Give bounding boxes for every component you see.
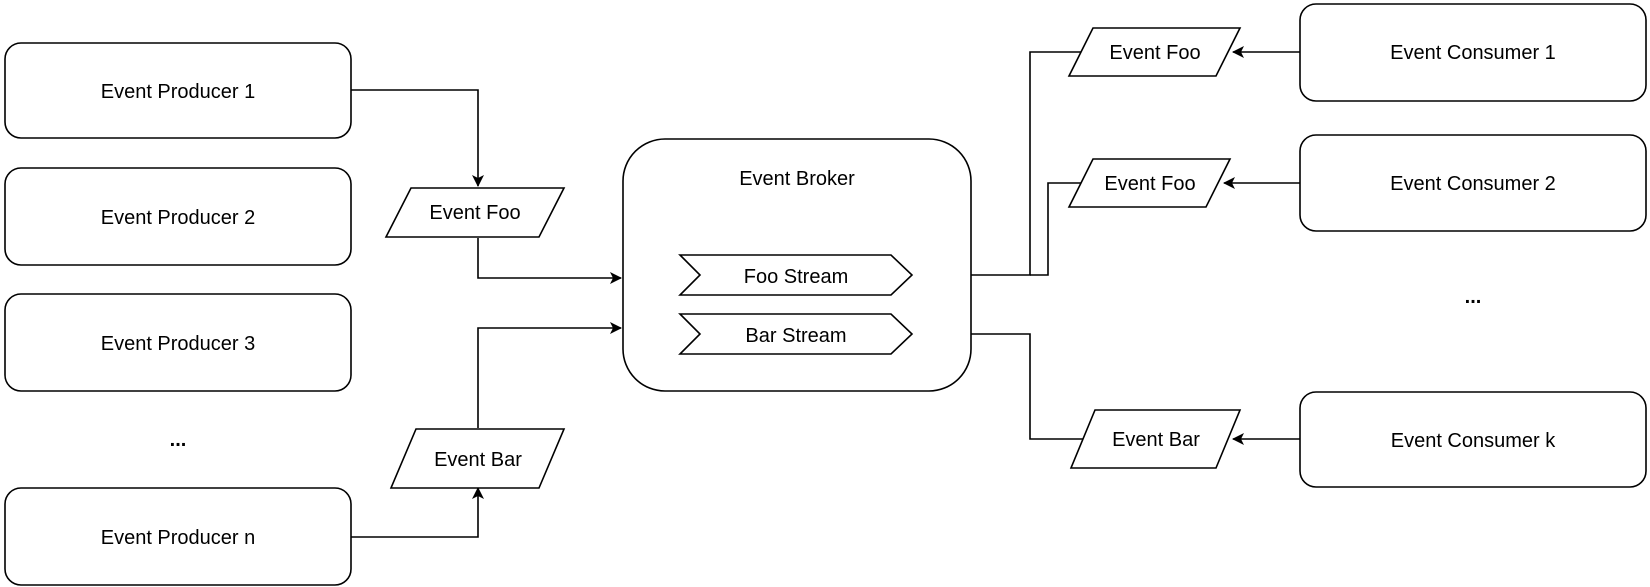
stream-label: Foo Stream	[744, 266, 848, 288]
producer-label: Event Producer 1	[101, 81, 256, 103]
edge-event-foo-to-broker	[477, 238, 622, 284]
producer-node-3[interactable]: Event Producer 3	[4, 293, 352, 392]
consumer-label: Event Consumer 2	[1390, 173, 1556, 195]
consumer-label: Event Consumer k	[1391, 430, 1557, 452]
producer-label: Event Producer 3	[101, 333, 256, 355]
event-foo-consumer-2[interactable]: Event Foo	[1067, 158, 1232, 208]
edge-producern-to-event-bar	[335, 487, 484, 538]
event-broker-title: Event Broker	[739, 168, 855, 190]
stream-label: Bar Stream	[745, 325, 846, 347]
event-label: Event Bar	[1112, 429, 1200, 451]
consumer-node-k[interactable]: Event Consumer k	[1299, 391, 1647, 488]
consumer-node-1[interactable]: Event Consumer 1	[1299, 3, 1647, 102]
event-label: Event Foo	[1109, 42, 1200, 64]
event-foo-consumer-1[interactable]: Event Foo	[1067, 27, 1242, 77]
bar-stream[interactable]: Bar Stream	[678, 313, 914, 355]
event-label: Event Foo	[429, 202, 520, 224]
event-label: Event Bar	[434, 449, 522, 471]
event-bar-consumer-k[interactable]: Event Bar	[1069, 409, 1242, 469]
consumer-label: Event Consumer 1	[1390, 42, 1556, 64]
edge-producer1-to-event-foo	[335, 89, 484, 187]
producer-node-1[interactable]: Event Producer 1	[4, 42, 352, 139]
event-label: Event Foo	[1104, 173, 1195, 195]
edge-event-foo-2-to-foo-stream	[1030, 182, 1084, 276]
consumer-ellipsis: ...	[1465, 286, 1482, 308]
event-bar-producer[interactable]: Event Bar	[389, 428, 566, 489]
consumer-node-2[interactable]: Event Consumer 2	[1299, 134, 1647, 232]
foo-stream[interactable]: Foo Stream	[678, 254, 914, 296]
producer-label: Event Producer 2	[101, 207, 256, 229]
producer-label: Event Producer n	[101, 527, 256, 549]
producer-node-2[interactable]: Event Producer 2	[4, 167, 352, 266]
event-foo-producer[interactable]: Event Foo	[384, 187, 566, 238]
edge-event-bar-to-broker	[477, 322, 622, 428]
producer-ellipsis: ...	[170, 429, 187, 451]
producer-node-n[interactable]: Event Producer n	[4, 487, 352, 586]
